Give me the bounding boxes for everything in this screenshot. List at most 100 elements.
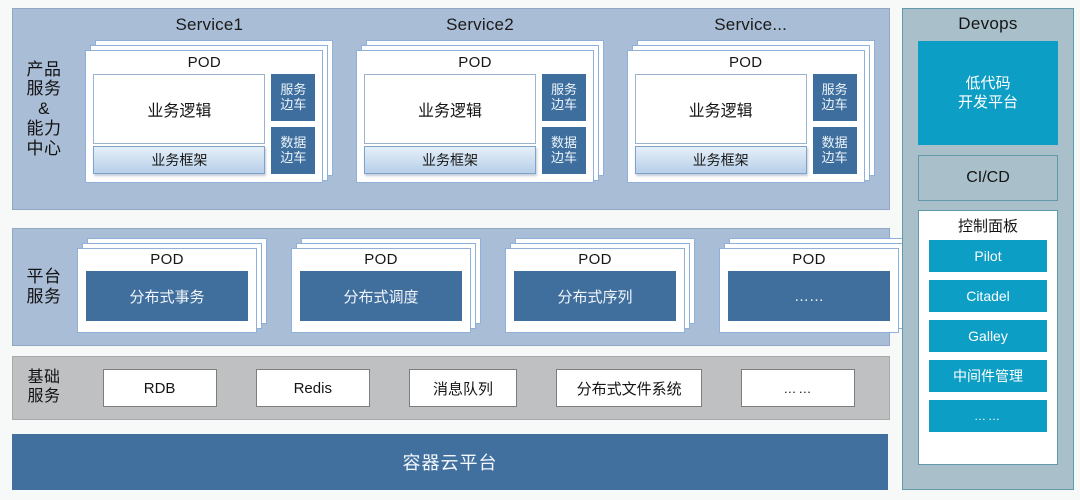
control-panel-title: 控制面板 [957, 218, 1018, 235]
sidecar-line: 服务 [821, 81, 848, 97]
platform-pod-container: POD 分布式事务 POD 分布式调度 [75, 229, 919, 345]
section-label-line: 能力 [26, 118, 62, 138]
data-sidecar-box[interactable]: 数据 边车 [271, 127, 316, 174]
pod-stack: POD …… [719, 238, 911, 336]
service-column-3: Service... POD 业务逻辑 业务框架 [620, 12, 881, 209]
platform-pod-column-2: POD 分布式调度 [291, 235, 483, 339]
section-label-basic: 基础 服务 [13, 357, 75, 419]
section-platform-services: 平台 服务 POD 分布式事务 POD [12, 228, 909, 346]
basic-service-rdb[interactable]: RDB [102, 369, 217, 407]
sidecar-line: 边车 [821, 149, 848, 165]
lowcode-line: 开发平台 [957, 94, 1018, 111]
section-label-line: 服务 [26, 287, 62, 306]
pod-content: 业务逻辑 业务框架 服务 边车 数据 边车 [634, 74, 857, 174]
pod-content: 业务逻辑 业务框架 服务 边车 数据 边车 [93, 74, 316, 174]
sidecar-column: 服务 边车 数据 边车 [812, 74, 857, 174]
data-sidecar-box[interactable]: 数据 边车 [542, 127, 586, 174]
pod-stack: POD 分布式序列 [505, 238, 697, 336]
pod-stack: POD 业务逻辑 业务框架 服务 边车 [356, 40, 604, 190]
service-sidecar-box[interactable]: 服务 边车 [542, 74, 586, 121]
pod-card[interactable]: POD 业务逻辑 业务框架 服务 边车 [85, 50, 324, 183]
pod-title: POD [458, 54, 492, 71]
container-cloud-platform-bar[interactable]: 容器云平台 [12, 434, 888, 490]
section-product-service-capability: 产品 服务 & 能力 中心 Service1 POD 业务逻辑 [12, 8, 890, 210]
control-panel-item-more[interactable]: …… [929, 400, 1047, 432]
sidecar-line: 边车 [280, 96, 307, 112]
business-framework-box[interactable]: 业务框架 [364, 146, 536, 174]
service-title: Service2 [446, 15, 514, 34]
business-logic-box[interactable]: 业务逻辑 [364, 74, 536, 144]
sidecar-line: 数据 [821, 134, 848, 150]
service-column-2: Service2 POD 业务逻辑 业务框架 [350, 12, 611, 209]
service-sidecar-box[interactable]: 服务 边车 [271, 74, 316, 121]
sidecar-line: 数据 [280, 134, 307, 150]
cicd-box[interactable]: CI/CD [918, 155, 1058, 201]
section-label-line: 中心 [26, 138, 62, 158]
business-framework-box[interactable]: 业务框架 [93, 146, 266, 174]
platform-service-box[interactable]: 分布式序列 [514, 271, 676, 321]
platform-pod-column-1: POD 分布式事务 [77, 235, 269, 339]
section-label-product: 产品 服务 & 能力 中心 [13, 9, 75, 209]
pod-card[interactable]: POD 分布式序列 [505, 248, 685, 333]
control-panel-item-galley[interactable]: Galley [929, 320, 1047, 352]
sidecar-line: 边车 [821, 96, 848, 112]
control-panel-item-pilot[interactable]: Pilot [929, 240, 1047, 272]
business-logic-column: 业务逻辑 业务框架 [634, 74, 807, 174]
section-label-line: 服务 [27, 388, 61, 405]
control-panel-item-citadel[interactable]: Citadel [929, 280, 1047, 312]
pod-title: POD [578, 251, 612, 268]
pod-stack: POD 业务逻辑 业务框架 服务 边车 [85, 40, 334, 190]
pod-card[interactable]: POD …… [719, 248, 899, 333]
platform-service-box[interactable]: 分布式事务 [86, 271, 248, 321]
business-logic-box[interactable]: 业务逻辑 [93, 74, 266, 144]
control-panel-box: 控制面板 Pilot Citadel Galley 中间件管理 …… [918, 210, 1058, 465]
pod-title: POD [728, 54, 763, 71]
sidecar-line: 数据 [550, 134, 577, 150]
business-logic-column: 业务逻辑 业务框架 [93, 74, 266, 174]
pod-card[interactable]: POD 分布式调度 [291, 248, 471, 333]
pod-title: POD [792, 251, 826, 268]
pod-stack: POD 业务逻辑 业务框架 服务 边车 [626, 40, 875, 190]
data-sidecar-box[interactable]: 数据 边车 [812, 127, 857, 174]
service-group-container: Service1 POD 业务逻辑 业务框架 [75, 9, 889, 209]
basic-service-redis[interactable]: Redis [255, 369, 370, 407]
platform-pod-column-3: POD 分布式序列 [505, 235, 697, 339]
business-logic-box[interactable]: 业务逻辑 [634, 74, 807, 144]
sidecar-line: 边车 [550, 149, 577, 165]
pod-stack: POD 分布式调度 [291, 238, 483, 336]
basic-service-message-queue[interactable]: 消息队列 [408, 369, 517, 407]
pod-title: POD [150, 251, 184, 268]
basic-services-container: RDB Redis 消息队列 分布式文件系统 …… [75, 357, 889, 419]
platform-service-box[interactable]: …… [728, 271, 890, 321]
pod-card[interactable]: POD 业务逻辑 业务框架 服务 边车 [626, 50, 865, 183]
service-title: Service1 [175, 15, 244, 34]
section-label-line: 基础 [27, 369, 61, 387]
sidecar-line: 边车 [550, 96, 577, 112]
lowcode-line: 低代码 [965, 74, 1011, 92]
platform-service-box[interactable]: 分布式调度 [300, 271, 462, 321]
pod-card[interactable]: POD 业务逻辑 业务框架 服务 边车 [356, 50, 594, 183]
sidecar-line: 服务 [550, 81, 577, 97]
pod-stack: POD 分布式事务 [77, 238, 269, 336]
section-label-platform: 平台 服务 [13, 229, 75, 345]
section-label-line: 产品 [26, 59, 62, 79]
section-label-line: 服务 [26, 79, 62, 99]
service-title: Service... [714, 15, 788, 34]
basic-service-more[interactable]: …… [741, 369, 856, 407]
sidecar-line: 服务 [280, 81, 307, 97]
business-framework-box[interactable]: 业务框架 [634, 146, 807, 174]
sidecar-column: 服务 边车 数据 边车 [271, 74, 316, 174]
service-sidecar-box[interactable]: 服务 边车 [812, 74, 857, 121]
lowcode-platform-box[interactable]: 低代码 开发平台 [918, 41, 1058, 145]
pod-title: POD [364, 251, 398, 268]
control-panel-item-middleware-management[interactable]: 中间件管理 [929, 360, 1047, 392]
sidecar-line: 边车 [280, 149, 307, 165]
service-column-1: Service1 POD 业务逻辑 业务框架 [79, 12, 340, 209]
basic-service-distributed-file-system[interactable]: 分布式文件系统 [556, 369, 703, 407]
devops-panel: Devops 低代码 开发平台 CI/CD 控制面板 Pilot Citadel… [902, 8, 1074, 490]
sidecar-column: 服务 边车 数据 边车 [542, 74, 586, 174]
section-basic-services: 基础 服务 RDB Redis 消息队列 分布式文件系统 …… [12, 356, 890, 420]
section-label-line: & [38, 99, 50, 119]
pod-content: 业务逻辑 业务框架 服务 边车 数据 边车 [364, 74, 586, 174]
pod-card[interactable]: POD 分布式事务 [77, 248, 257, 333]
